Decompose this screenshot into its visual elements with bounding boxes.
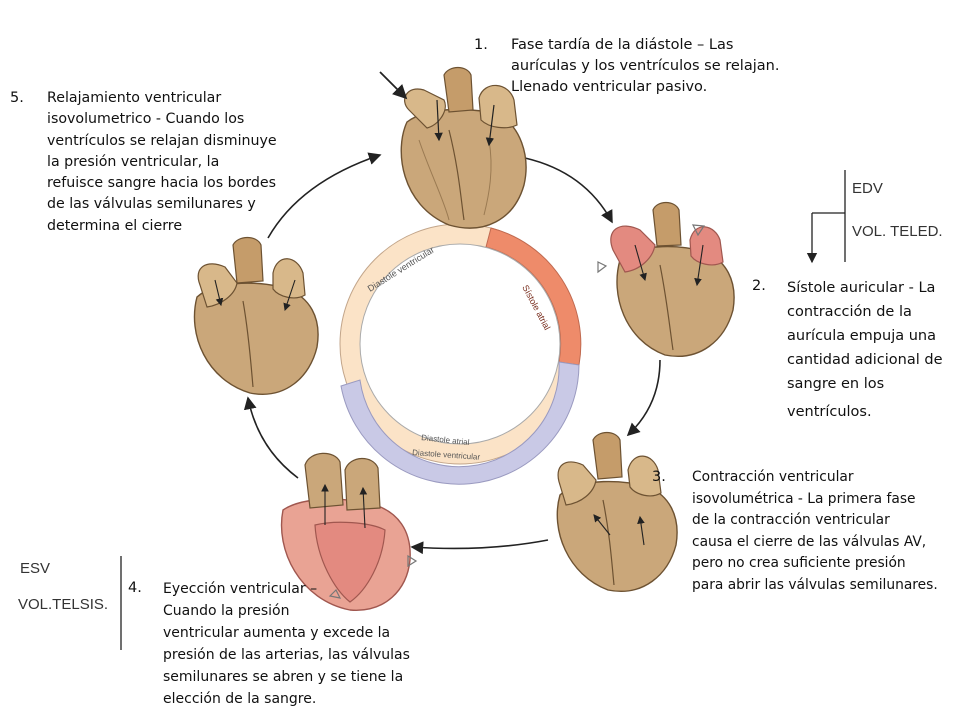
heart-2-hollow-arrow-top <box>691 224 706 237</box>
step-1-line: aurículas y los ventrículos se relajan. <box>511 58 780 74</box>
step-5-line: Relajamiento ventricular <box>47 90 222 106</box>
step-5-number: 5. <box>10 90 24 106</box>
step-4-number: 4. <box>128 580 142 596</box>
cycle-arrow-2-to-3 <box>626 359 661 437</box>
step-4-line: semilunares se abren y se tiene la <box>163 669 404 685</box>
step-5-line: isovolumetrico - Cuando los <box>47 111 245 128</box>
step-3-number: 3. <box>652 469 666 485</box>
step-4-line: ventricular aumenta y excede la <box>163 625 391 641</box>
phase-ring: Diastole ventricular Sístole atrial Dias… <box>339 223 582 485</box>
step-4-text: Eyección ventricular – Cuando la presión… <box>163 578 438 710</box>
step-5-line: refuisce sangre hacia los bordes <box>47 175 277 192</box>
step-3-line: Contracción ventricular <box>692 469 854 485</box>
step-3-line: de la contracción ventricular <box>692 512 890 528</box>
step-2-line: Sístole auricular - La <box>787 280 936 296</box>
cycle-arrow-5-to-1 <box>267 152 382 239</box>
step-3-line: isovolumétrica - La primera fase <box>692 490 916 507</box>
step-3-line: causa el cierre de las válvulas AV, <box>692 533 927 550</box>
heart-4-ventricular-ejection <box>280 452 411 611</box>
step-4-line: Eyección ventricular – <box>163 581 318 597</box>
ring-inner-hole <box>359 243 561 445</box>
esv-label: ESV <box>20 560 51 577</box>
cycle-arrow-1-to-2 <box>524 157 613 224</box>
step-4-line: Cuando la presión <box>163 603 290 619</box>
step-5-line: la presión ventricular, la <box>47 153 220 170</box>
heart-4-hollow-arrow-right <box>407 554 418 568</box>
heart-2-hollow-arrow-left <box>597 261 608 274</box>
step-3-line: pero no crea suficiente presión <box>692 555 906 571</box>
step-2-line: cantidad adicional de <box>787 352 943 368</box>
step-1-line: Llenado ventricular pasivo. <box>511 79 708 95</box>
heart-5-isovolumetric-relaxation <box>193 236 319 395</box>
step-3-text: Contracción ventricular isovolumétrica -… <box>692 467 957 596</box>
heart-2-atrial-systole <box>610 201 735 357</box>
step-2-line: aurícula empuja una <box>787 328 936 344</box>
step-3-line: para abrir las válvulas semilunares. <box>692 576 938 593</box>
step-2-line: sangre en los <box>787 376 885 392</box>
edv-label: EDV <box>852 180 883 197</box>
step-2-line: ventrículos. <box>787 404 872 420</box>
edv-bracket <box>806 170 846 264</box>
ring-diastole-ventricular-bottom-segment <box>340 361 580 485</box>
step-2-line: contracción de la <box>787 304 912 320</box>
step-1-line: Fase tardía de la diástole – Las <box>511 37 734 53</box>
heart-4-hollow-arrow-bottom <box>328 588 342 599</box>
step-2-text: Sístole auricular - La contracción de la… <box>787 276 957 424</box>
heart-1-late-diastole <box>400 66 527 229</box>
step-2-number: 2. <box>752 278 766 294</box>
heart-1-inflow-arrow <box>379 71 408 100</box>
step-5-line: ventrículos se relajan disminuye <box>47 132 277 149</box>
step-1-number: 1. <box>474 37 488 53</box>
step-5-text: Relajamiento ventricular isovolumetrico … <box>47 88 297 237</box>
step-5-line: determina el cierre <box>47 217 183 234</box>
step-1-text: Fase tardía de la diástole – Las aurícul… <box>511 35 811 98</box>
step-4-line: elección de la sangre. <box>163 691 317 707</box>
cycle-arrow-4-to-5 <box>243 396 299 479</box>
cycle-arrows <box>243 152 661 555</box>
vol-telsis-label: VOL.TELSIS. <box>18 596 109 613</box>
heart-3-isovolumetric-contraction <box>556 431 678 592</box>
step-5-line: de las válvulas semilunares y <box>47 196 256 213</box>
cycle-arrow-3-to-4 <box>410 539 549 555</box>
vol-teled-label: VOL. TELED. <box>852 223 943 240</box>
step-4-line: presión de las arterias, las válvulas <box>163 647 410 663</box>
